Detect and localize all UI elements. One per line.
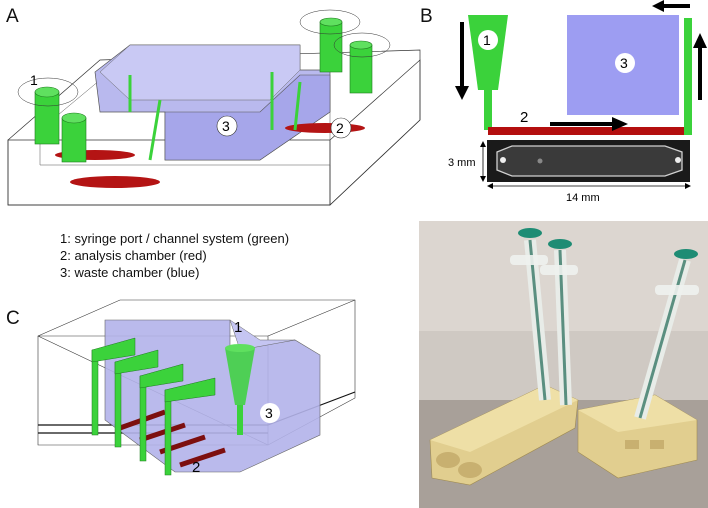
label-b-2: 2 — [520, 109, 528, 126]
label-c-3: 3 — [265, 405, 273, 421]
analysis-channel — [488, 127, 688, 135]
label-b-3: 3 — [620, 55, 628, 71]
label-b-1: 1 — [483, 32, 491, 48]
label-c-2: 2 — [192, 459, 200, 476]
dim-width: 14 mm — [566, 192, 600, 204]
panel-b-schematic: 1 3 2 3 mm 14 mm — [448, 0, 707, 204]
label-a-2: 2 — [336, 120, 344, 136]
panel-a-device: 1 3 2 — [7, 9, 421, 206]
syringe-3 — [634, 249, 699, 420]
label-a-3: 3 — [222, 118, 230, 134]
legend-item-blue: 3: waste chamber (blue) — [60, 265, 200, 280]
waste-chamber-c — [104, 319, 321, 473]
label-c-1: 1 — [234, 319, 242, 336]
panel-label-b: B — [420, 6, 433, 27]
syringe-2 — [540, 239, 578, 406]
legend-item-red: 2: analysis chamber (red) — [60, 248, 207, 263]
syringe-port-funnel — [468, 15, 508, 90]
panel-d-photo — [419, 221, 708, 508]
legend: 1: syringe port / channel system (green)… — [60, 230, 289, 281]
legend-item-green: 1: syringe port / channel system (green) — [60, 231, 290, 246]
panel-label-a: A — [6, 6, 19, 27]
dim-height: 3 mm — [448, 157, 476, 169]
panel-label-c: C — [6, 308, 20, 329]
label-a-1: 1 — [30, 72, 38, 88]
analysis-chamber-left — [70, 176, 160, 188]
syringe-1 — [510, 228, 551, 401]
panel-c-device: 1 3 2 — [37, 299, 356, 476]
